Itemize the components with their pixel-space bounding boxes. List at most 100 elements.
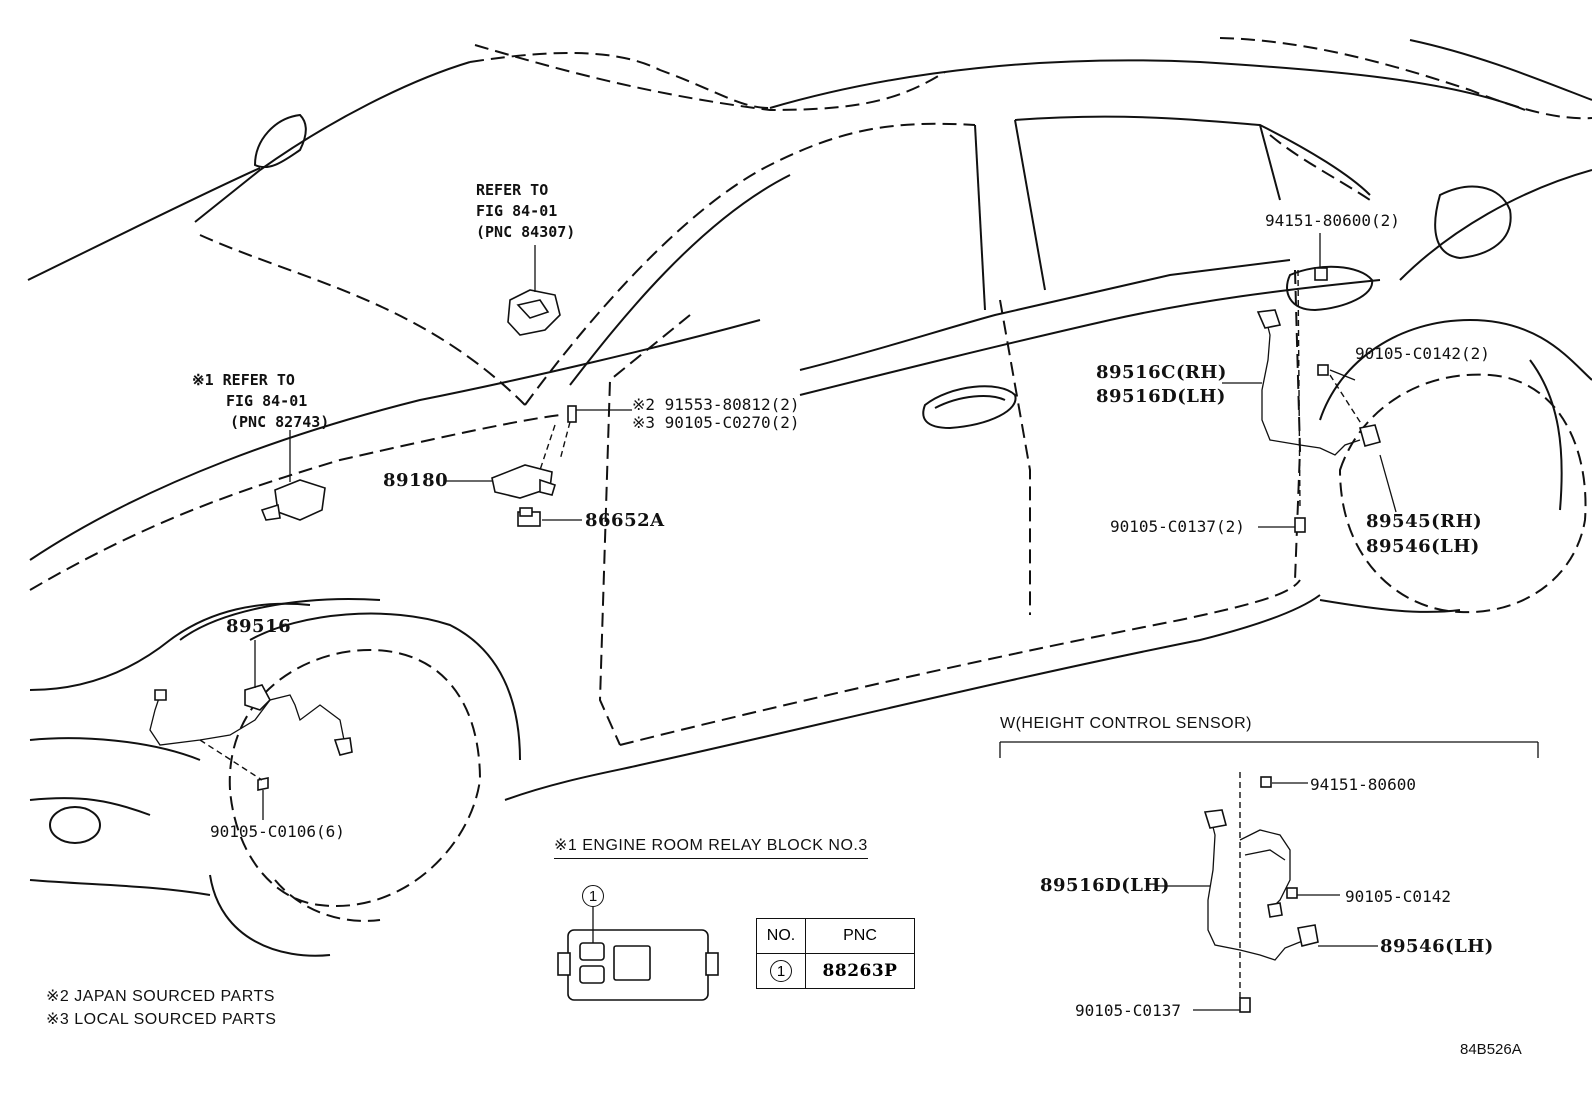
leader-89545 xyxy=(1379,454,1397,513)
assembly-dash-4 xyxy=(1297,269,1301,511)
inset-label-c0137: 90105-C0137 xyxy=(1075,1001,1181,1020)
pnc-row-value: 88263P xyxy=(822,961,898,981)
label-90105-c0106: 90105-C0106(6) xyxy=(210,822,345,841)
body-side-dash xyxy=(29,414,561,591)
refer-airbag-line1: REFER TO xyxy=(476,181,549,199)
relay-block-drawing xyxy=(557,907,719,1001)
bumper-lines-2 xyxy=(29,797,151,816)
label-91553: ※2 91553-80812(2) xyxy=(632,395,800,414)
windshield-base xyxy=(194,61,471,223)
inset-height-title: W(HEIGHT CONTROL SENSOR) xyxy=(1000,715,1253,732)
sensor-89180-part xyxy=(491,464,556,499)
bolt-91553-part xyxy=(567,405,577,423)
fuel-door xyxy=(1434,185,1512,260)
front-wheel xyxy=(228,648,482,908)
clip-86652a-part xyxy=(517,507,541,527)
b-pillar-2 xyxy=(1014,119,1046,291)
fog-lamp xyxy=(49,806,101,844)
relay-callout: 1 xyxy=(582,885,604,907)
label-89516: 89516 xyxy=(226,616,292,637)
pnc-cell-pnc: 88263P xyxy=(805,953,915,989)
pnc-row-number: 1 xyxy=(770,960,792,982)
relay-block-part xyxy=(260,479,326,521)
roof-front xyxy=(469,51,771,109)
rear-lower xyxy=(1319,599,1461,613)
inset-label-94151: 94151-80600 xyxy=(1310,775,1416,794)
inset-label-89546: 89546(LH) xyxy=(1380,936,1494,957)
front-door-top xyxy=(799,259,1291,371)
belt-line xyxy=(799,279,1381,396)
label-90105-c0137-2: 90105-C0137(2) xyxy=(1110,517,1245,536)
leader-c0142 xyxy=(1329,369,1356,381)
label-94151: 94151-80600(2) xyxy=(1265,211,1400,230)
label-89180: 89180 xyxy=(383,470,449,491)
a-pillar xyxy=(524,122,976,406)
pnc-table-header: NO. PNC xyxy=(756,918,915,954)
refer-airbag-line3: (PNC 84307) xyxy=(476,223,576,241)
front-door-handle-in xyxy=(934,395,1006,409)
pnc-table: NO. PNC 1 88263P xyxy=(756,918,915,989)
rear-glass xyxy=(1409,39,1592,101)
footnote-japan: ※2 JAPAN SOURCED PARTS xyxy=(46,988,275,1005)
rear-door-handle xyxy=(1286,265,1374,312)
label-90105-c0142-2: 90105-C0142(2) xyxy=(1355,344,1490,363)
side-mirror xyxy=(253,113,307,169)
roof-rail xyxy=(769,59,1526,111)
label-89546: 89546(LH) xyxy=(1366,536,1480,557)
front-speed-sensor-wire xyxy=(149,684,353,791)
front-door-edge xyxy=(598,314,691,746)
rear-speed-sensor-wire xyxy=(1256,267,1381,533)
pnc-header-pnc: PNC xyxy=(805,918,915,954)
inset-label-c0142: 90105-C0142 xyxy=(1345,887,1451,906)
refer-relay-line3: (PNC 82743) xyxy=(230,413,330,431)
rear-arch-2 xyxy=(1529,359,1563,511)
lower-front xyxy=(29,602,311,691)
a-pillar-inner xyxy=(569,174,791,386)
rear-glass-dash xyxy=(1269,134,1371,201)
rocker-front xyxy=(504,594,1321,801)
pnc-cell-no: 1 xyxy=(756,953,806,989)
hood-line xyxy=(27,167,261,281)
refer-relay-line2: FIG 84-01 xyxy=(226,392,308,410)
inset-label-89516d: 89516D(LH) xyxy=(1040,875,1170,896)
front-door-handle xyxy=(922,385,1017,430)
pnc-header-no: NO. xyxy=(756,918,806,954)
inset-height-wire xyxy=(1203,776,1319,1013)
rear-arch xyxy=(1319,318,1592,421)
refer-relay-line1: ※1 REFER TO xyxy=(192,371,295,389)
front-wheel-outer xyxy=(209,874,331,957)
b-pillar xyxy=(974,124,986,311)
front-fender-arch xyxy=(179,598,381,641)
windshield-top xyxy=(199,234,526,406)
front-wheel-lower xyxy=(274,879,381,922)
assembly-dash-3 xyxy=(199,739,263,781)
roof-line xyxy=(474,44,946,112)
inset-height-frame xyxy=(999,741,1539,758)
label-89545: 89545(RH) xyxy=(1366,511,1483,532)
diagram-id: 84B526A xyxy=(1460,1041,1522,1058)
assembly-dash-1 xyxy=(539,424,556,471)
c-pillar xyxy=(1259,124,1281,201)
bumper-lines xyxy=(29,737,201,761)
label-86652a: 86652A xyxy=(585,510,665,531)
body-side-upper xyxy=(29,319,761,561)
footnote-local: ※3 LOCAL SOURCED PARTS xyxy=(46,1011,277,1028)
roof-rear xyxy=(1219,37,1592,120)
table-row: 1 88263P xyxy=(756,953,915,989)
bumper-lower xyxy=(29,879,211,896)
rear-door-window xyxy=(1014,115,1371,196)
door-split xyxy=(999,299,1031,615)
label-90105-c0270: ※3 90105-C0270(2) xyxy=(632,413,800,432)
rear-body xyxy=(1399,169,1592,281)
relay-callout-number: 1 xyxy=(582,885,604,907)
assembly-dash-5 xyxy=(1329,374,1363,426)
rocker-line xyxy=(619,579,1301,746)
label-89516c: 89516C(RH) xyxy=(1096,362,1227,383)
rear-wheel xyxy=(1338,373,1587,614)
assembly-dash-2 xyxy=(559,421,571,461)
front-fender-arch-outer xyxy=(249,612,521,761)
inset-relay-title: ※1 ENGINE ROOM RELAY BLOCK NO.3 xyxy=(554,838,868,859)
label-89516d: 89516D(LH) xyxy=(1096,386,1226,407)
